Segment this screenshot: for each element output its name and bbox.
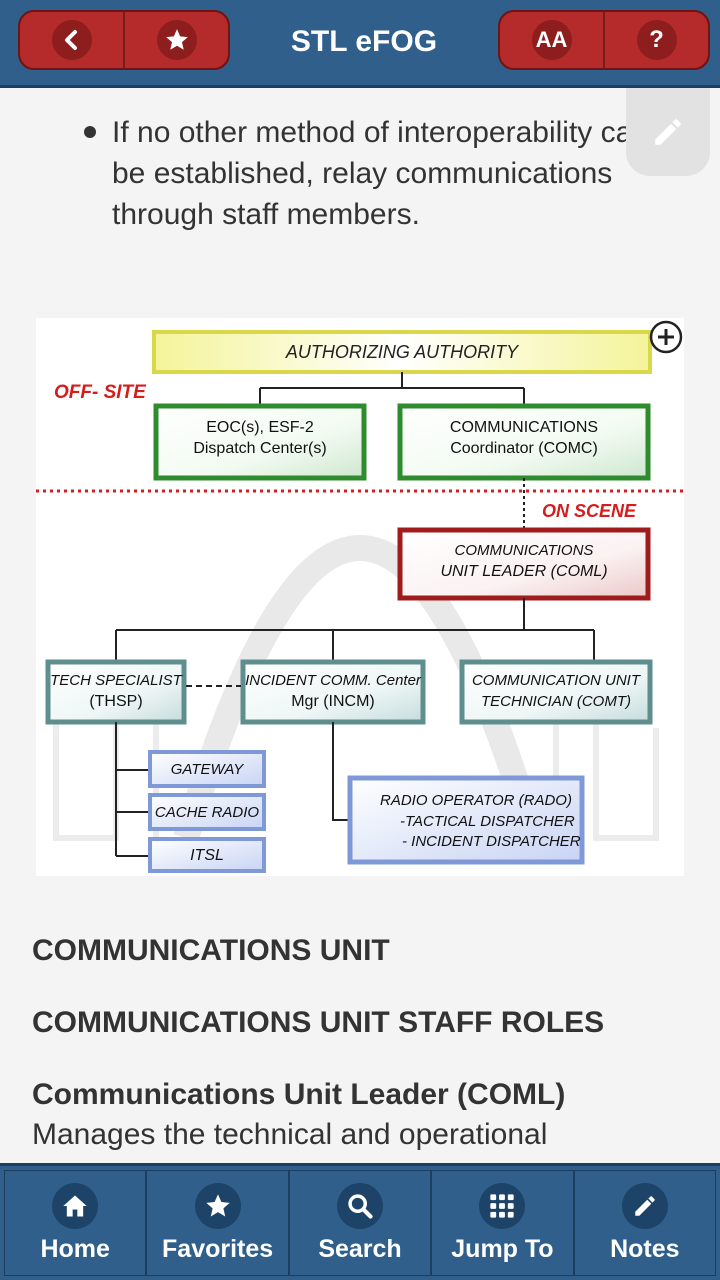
svg-text:Mgr (INCM): Mgr (INCM) (291, 693, 375, 710)
search-icon (337, 1182, 384, 1229)
bullet-text: If no other method of interoperability c… (112, 116, 649, 231)
nav-search-label: Search (318, 1234, 402, 1263)
svg-text:INCIDENT COMM. Center: INCIDENT COMM. Center (245, 672, 422, 689)
favorite-button[interactable] (123, 12, 228, 68)
content-area[interactable]: If no other method of interoperability c… (0, 88, 720, 1163)
svg-text:OFF- SITE: OFF- SITE (54, 382, 147, 403)
coml-description: Manages the technical and operational (32, 1118, 548, 1151)
pencil-icon (621, 1182, 668, 1229)
nav-jump-to-label: Jump To (451, 1234, 554, 1263)
star-icon (156, 20, 197, 60)
nav-jump-to[interactable]: Jump To (431, 1170, 574, 1276)
grid-icon (479, 1182, 526, 1229)
font-size-button[interactable]: AA (500, 12, 603, 68)
page-title: STL eFOG (290, 25, 438, 58)
svg-text:ITSL: ITSL (190, 847, 224, 864)
svg-text:ON SCENE: ON SCENE (542, 501, 637, 521)
star-icon (194, 1182, 241, 1229)
section-heading-coml: Communications Unit Leader (COML) (32, 1078, 566, 1111)
svg-text:COMMUNICATION UNIT: COMMUNICATION UNIT (472, 672, 642, 689)
header-right-buttons: AA ? (498, 10, 710, 70)
svg-text:UNIT LEADER (COML): UNIT LEADER (COML) (440, 563, 607, 580)
nav-favorites-label: Favorites (162, 1234, 274, 1263)
svg-text:Dispatch Center(s): Dispatch Center(s) (193, 440, 326, 457)
app-header: STL eFOG AA ? (0, 0, 720, 88)
nav-notes-label: Notes (610, 1234, 680, 1263)
svg-text:TECH SPECIALIST: TECH SPECIALIST (50, 672, 184, 689)
header-left-buttons (18, 10, 230, 70)
section-heading-staff-roles: COMMUNICATIONS UNIT STAFF ROLES (32, 1006, 605, 1039)
pencil-icon (655, 119, 681, 145)
edit-note-button[interactable] (626, 88, 710, 176)
font-size-icon: AA (531, 20, 572, 60)
svg-text:Coordinator (COMC): Coordinator (COMC) (450, 440, 598, 457)
svg-text:TECHNICIAN (COMT): TECHNICIAN (COMT) (481, 693, 631, 710)
nav-search[interactable]: Search (288, 1170, 432, 1276)
help-button[interactable]: ? (603, 12, 708, 68)
svg-text:CACHE RADIO: CACHE RADIO (155, 804, 260, 821)
svg-text:EOC(s), ESF-2: EOC(s), ESF-2 (206, 419, 314, 436)
svg-text:-TACTICAL DISPATCHER: -TACTICAL DISPATCHER (400, 813, 575, 830)
home-icon (52, 1182, 99, 1229)
svg-text:AUTHORIZING AUTHORITY: AUTHORIZING AUTHORITY (285, 342, 520, 362)
svg-text:COMMUNICATIONS: COMMUNICATIONS (455, 542, 594, 559)
svg-text:- INCIDENT DISPATCHER: - INCIDENT DISPATCHER (402, 833, 581, 850)
help-icon: ? (636, 20, 677, 60)
chevron-left-icon (51, 20, 92, 60)
svg-text:(THSP): (THSP) (89, 693, 142, 710)
nav-home-label: Home (40, 1234, 110, 1263)
section-heading-comm-unit: COMMUNICATIONS UNIT (32, 934, 390, 967)
nav-notes[interactable]: Notes (573, 1170, 717, 1276)
org-chart-image: AUTHORIZING AUTHORITY OFF- SITE EOC(s), … (36, 318, 684, 876)
svg-text:COMMUNICATIONS: COMMUNICATIONS (450, 419, 598, 436)
nav-home[interactable]: Home (4, 1170, 147, 1276)
svg-text:RADIO OPERATOR (RADO): RADIO OPERATOR (RADO) (380, 792, 572, 809)
nav-favorites[interactable]: Favorites (146, 1170, 289, 1276)
back-button[interactable] (20, 12, 123, 68)
svg-text:GATEWAY: GATEWAY (171, 761, 245, 778)
bottom-nav: Home Favorites Search Jump To Notes (0, 1163, 720, 1280)
bullet-dot (84, 126, 96, 138)
